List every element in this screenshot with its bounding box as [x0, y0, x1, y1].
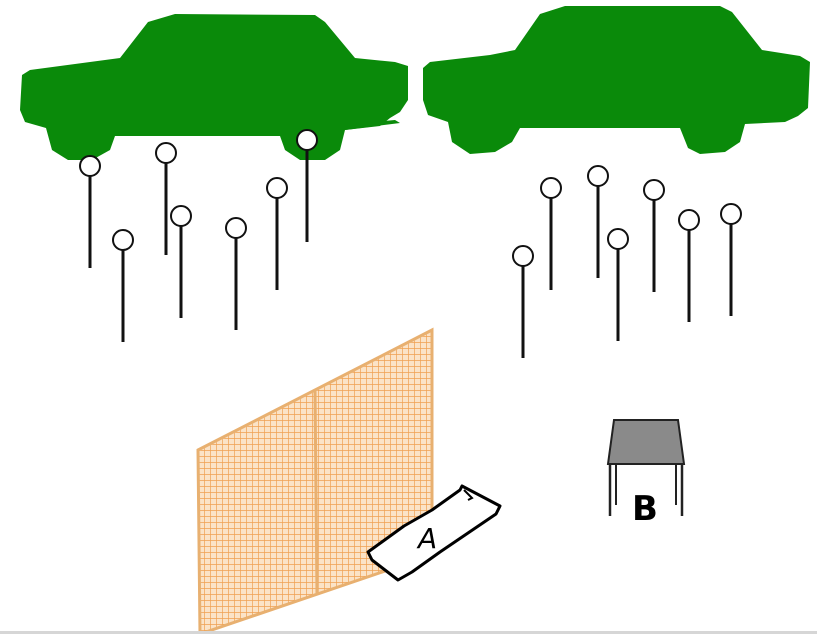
mat-label: A [416, 522, 437, 555]
pin [679, 210, 699, 322]
pin-head [171, 206, 191, 226]
pin-head [541, 178, 561, 198]
pin-head [608, 229, 628, 249]
pin [608, 229, 628, 341]
pin-head [721, 204, 741, 224]
pin-head [297, 130, 317, 150]
pin [226, 218, 246, 330]
pin-group-left [80, 130, 317, 342]
pin-head [588, 166, 608, 186]
pin-head [267, 178, 287, 198]
car-icon [423, 6, 810, 154]
pin [171, 206, 191, 318]
car-icon [20, 14, 408, 160]
pin [513, 246, 533, 358]
pin-head [113, 230, 133, 250]
pin-head [226, 218, 246, 238]
pin [156, 143, 176, 255]
pin [297, 130, 317, 242]
table-label: B [632, 489, 658, 529]
pin-head [80, 156, 100, 176]
table-icon [608, 420, 684, 464]
pin [541, 178, 561, 290]
car-left [20, 14, 408, 160]
pin [113, 230, 133, 342]
net [198, 330, 432, 634]
pin [644, 180, 664, 292]
pin-head [513, 246, 533, 266]
pin-head [156, 143, 176, 163]
pin-head [644, 180, 664, 200]
pin [721, 204, 741, 316]
pin [80, 156, 100, 268]
car-right [423, 6, 810, 154]
pin [588, 166, 608, 278]
pin-group-right [513, 166, 741, 358]
pin-head [679, 210, 699, 230]
pin [267, 178, 287, 290]
